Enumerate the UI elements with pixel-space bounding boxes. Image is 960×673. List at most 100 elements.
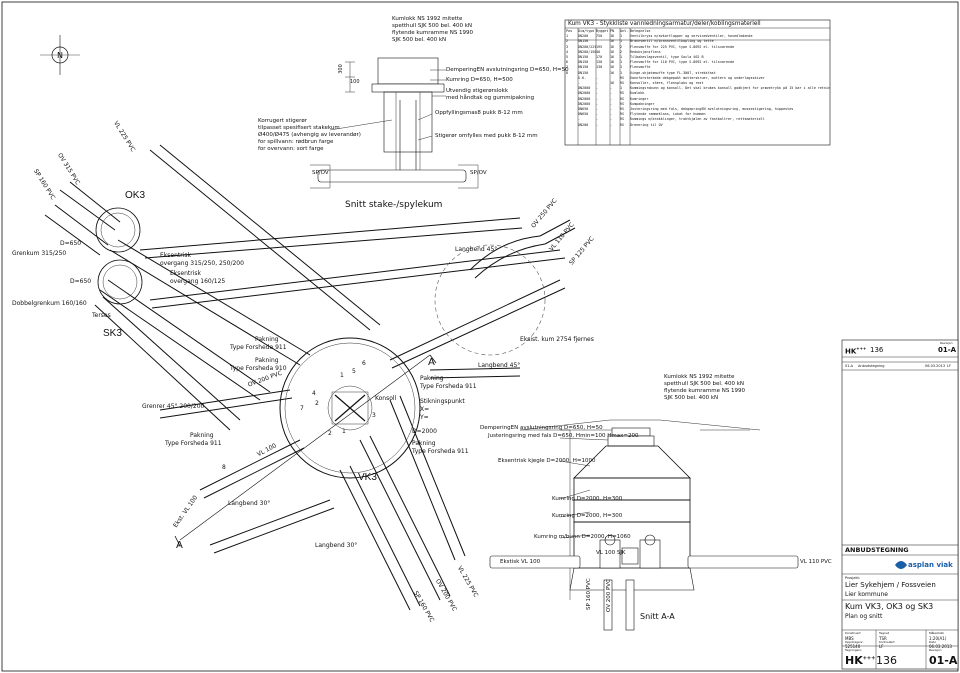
table-cell: Reduksjonsflens <box>630 49 661 54</box>
pos-num: 5 <box>352 368 356 375</box>
vk3-stikx: X= <box>420 406 430 413</box>
table-header-cell: PN <box>610 29 615 33</box>
snittaa-eks: Eksentrisk kjegle D=2000, H=1000 <box>498 458 596 464</box>
sk3-existing-outline <box>434 244 546 356</box>
table-cell: - <box>596 101 599 106</box>
sk3-eksist: Eksist. kum 2754 fjernes <box>520 336 594 343</box>
table-cell: DN200 <box>578 34 589 39</box>
ok3-eks2a: Eksentrisk <box>170 270 201 277</box>
stakekum-n1a: Kumlokk NS 1992 mitette <box>392 16 463 22</box>
tb-f3-label: Målestokk <box>929 631 945 635</box>
table-cell: - <box>610 107 613 112</box>
table-cell: RS <box>620 96 625 101</box>
snittaa-kumbunn: Kumring m/bunn D=2000, H=1060 <box>534 534 631 540</box>
table-cell: - <box>610 96 613 101</box>
table-cell: Vannforsterkede dekgepakt mutterskruer, … <box>630 75 765 80</box>
table-cell: 3 <box>566 44 569 49</box>
table-cell: Flensmuffe for 225 PVC, type S-8092 el. … <box>630 44 735 49</box>
section-a-marker-1: A <box>176 540 183 551</box>
snittaa-n1c: flytende kumramme NS 1990 <box>664 388 746 394</box>
vk3-langbend45: Langbend 45° <box>478 362 521 369</box>
pos-num: 6 <box>362 360 366 367</box>
stakekum-title: Snitt stake-/spylekum <box>345 200 443 210</box>
table-cell: DN150 <box>578 70 589 75</box>
table-cell: 7 <box>566 65 569 70</box>
stakekum-dim300: 300 <box>337 64 344 74</box>
tb-revisjon-label: Revisjon <box>929 648 942 652</box>
table-cell: 170 <box>596 55 603 60</box>
pos-num: 3 <box>372 412 376 419</box>
vk3-pak5a: Pakning <box>412 440 436 447</box>
label-vl110: VL 110 PVC <box>548 221 576 253</box>
tb-big-num: 136 <box>876 654 897 667</box>
tb-f1-label: Konstruert <box>845 631 861 635</box>
section-line-a <box>174 354 437 547</box>
table-cell: - <box>610 112 613 117</box>
ok3-eks2b: overgang 160/125 <box>170 278 226 285</box>
tb-hk-num-small: 136 <box>870 346 884 354</box>
ok3-d650-top: D=650 <box>60 240 82 247</box>
table-cell: 6 <box>566 60 569 65</box>
vk3-langbend30a: Langbend 30° <box>228 500 271 507</box>
parts-table <box>564 19 831 146</box>
ok3-manhole <box>95 207 143 305</box>
table-cell: Brannventil m/brannventilkopling og tett… <box>630 39 714 44</box>
snittaa-demp: DemperingEN avslutningsring D=650, H=50 <box>480 425 603 431</box>
table-cell: Flensmuffe for 110 PVC, type S-8092 el. … <box>630 60 735 65</box>
snittaa-kum2: Kumring D=2000, H=300 <box>552 513 623 519</box>
stakekum-utv2: med håndtak og gummipakning <box>446 95 535 101</box>
table-cell: 1 <box>620 55 623 60</box>
table-cell: DN150 <box>578 55 589 60</box>
stakekum-spov2: SP/OV <box>470 170 487 176</box>
title-block <box>841 339 959 670</box>
table-cell: RS <box>620 81 625 86</box>
table-cell: 1 <box>620 86 623 91</box>
table-cell: 16 <box>610 60 615 65</box>
vk3-pak2b: Type Forsheda 910 <box>230 365 287 372</box>
stakekum-spov1: SP/OV <box>312 170 329 176</box>
table-cell: - <box>596 81 599 86</box>
tb-f5: LF <box>879 644 884 649</box>
table-cell: - <box>596 75 599 80</box>
table-cell: - <box>596 117 599 122</box>
stakekum-utv1: Utvendig stigerørslokk <box>446 88 509 94</box>
pos-num: 4 <box>312 390 316 397</box>
tb-logo-text: asplan viak <box>908 561 953 569</box>
table-cell: RS <box>620 112 625 117</box>
stakekum-n1b: spetthull SJK 500 bel. 400 kN <box>392 23 472 29</box>
table-cell: 1 <box>620 70 623 75</box>
vk3-pak4a: Pakning <box>420 375 444 382</box>
table-cell: DN2000 <box>578 86 591 91</box>
vk3-pak2a: Pakning <box>255 357 279 364</box>
label-sp125: SP 125 PVC <box>568 235 596 267</box>
snittaa-n1b: spetthull SJK 500 bel. 400 kN <box>664 381 744 387</box>
table-cell: DN2000 <box>578 101 591 106</box>
table-cell: 16 <box>610 65 615 70</box>
table-cell: Vinge-skjøtemuffe type FL-3007, strekkfa… <box>630 70 716 75</box>
tb-hk-small: HK+++ <box>845 346 866 355</box>
table-cell: 16 <box>610 44 615 49</box>
tb-tegn-label: Tegningsnr. <box>845 648 862 652</box>
table-cell: DN200 <box>578 122 589 127</box>
sk3-label: SK3 <box>103 328 122 339</box>
table-cell <box>566 123 578 128</box>
table-cell: 40 <box>596 49 601 54</box>
table-cell: Justeringsring med fals, dekgepringEN av… <box>630 107 794 112</box>
vk3-pak4b: Type Forsheda 911 <box>420 383 477 390</box>
pos-num: 8 <box>222 464 226 471</box>
vk3-pak5b: Type Forsheda 911 <box>412 448 469 455</box>
table-cell: - <box>610 122 613 127</box>
table-cell: 195 <box>596 44 603 49</box>
pos-num: 1 <box>340 372 344 379</box>
tb-f3: 1:20(A1) <box>929 636 947 641</box>
table-cell: Kummingsrobunn og konsoll. Det skal bruk… <box>630 86 830 91</box>
ok3-label: OK3 <box>125 190 146 201</box>
